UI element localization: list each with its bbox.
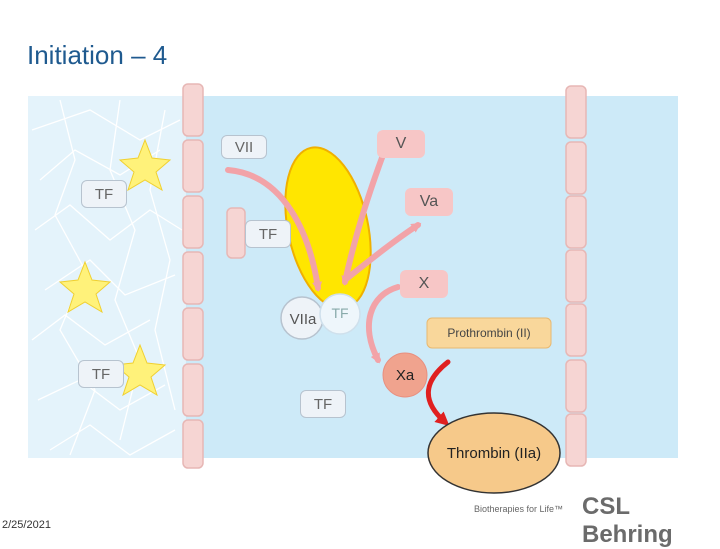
- brand-name: CSL Behring: [582, 493, 673, 548]
- label-vii: VII: [221, 135, 267, 159]
- label-tf-1: TF: [81, 180, 127, 208]
- label-tf-2: TF: [245, 220, 291, 248]
- slide-date: 2/25/2021: [2, 519, 51, 531]
- left-membrane: [182, 83, 204, 469]
- label-tf-4: TF: [300, 390, 346, 418]
- membrane-fragment: [226, 207, 246, 259]
- label-prothrombin: Prothrombin (II): [447, 326, 531, 340]
- brand-tagline: Biotherapies for Life™: [474, 504, 564, 514]
- arrow-x-to-xa: [365, 284, 401, 364]
- arrow-viia-to-va: [342, 222, 422, 283]
- light-arrows: [225, 152, 422, 364]
- label-xa: Xa: [395, 366, 415, 384]
- star-markers: [58, 138, 172, 397]
- label-x: X: [400, 270, 448, 298]
- csl-behring-logo: Biotherapies for Life™ CSL Behring: [474, 493, 704, 548]
- label-tf-complex: TF: [331, 305, 349, 321]
- star-shape: [58, 260, 112, 314]
- arrow-xa-to-thrombin: [426, 359, 451, 426]
- label-v: V: [377, 130, 425, 158]
- arrow-v-to-va: [341, 152, 386, 286]
- page-title: Initiation – 4: [27, 40, 168, 70]
- label-viia: VIIa: [289, 310, 317, 328]
- prothrombin-box: [426, 317, 552, 349]
- label-thrombin: Thrombin (IIa): [446, 444, 542, 462]
- right-membrane: [565, 85, 587, 467]
- star-shape: [118, 138, 172, 192]
- thrombin-ellipse: [427, 412, 561, 494]
- label-tf-3: TF: [78, 360, 124, 388]
- tf-complex-circle: [319, 293, 361, 335]
- label-va: Va: [405, 188, 453, 216]
- arrow-vii-to-viia: [225, 167, 323, 292]
- xa-circle: [382, 352, 428, 398]
